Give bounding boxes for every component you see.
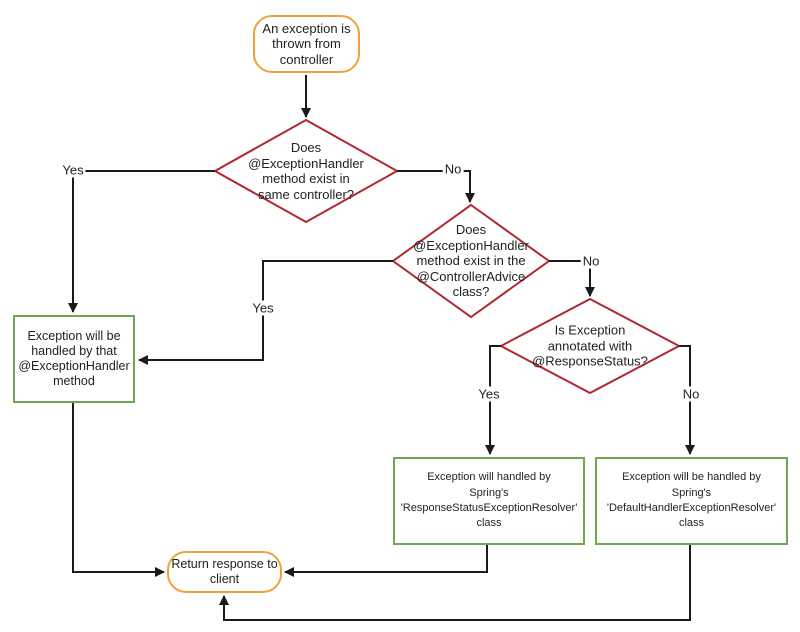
start-node: An exception is thrown from controller bbox=[253, 15, 360, 73]
process-exception-handler-label: Exception will be handled by that @Excep… bbox=[18, 329, 130, 388]
edge-label-decision2-yes: Yes bbox=[250, 300, 276, 316]
edge-decision3-no-to-default-handler-resolver bbox=[679, 345, 695, 455]
start-node-label: An exception is thrown from controller bbox=[262, 20, 351, 67]
end-node-label: Return response to client bbox=[171, 557, 278, 586]
edge-decision1-yes-to-process-left bbox=[68, 170, 215, 313]
process-exception-handler-node: Exception will be handled by that @Excep… bbox=[13, 315, 135, 403]
process-default-handler-resolver-node: Exception will be handled by Spring's 'D… bbox=[595, 457, 788, 545]
edge-default-handler-resolver-to-end bbox=[219, 545, 691, 621]
edge-label-decision3-no: No bbox=[680, 386, 702, 402]
edge-response-status-resolver-to-end bbox=[284, 545, 488, 577]
edge-decision1-no-to-decision2 bbox=[397, 170, 475, 203]
process-default-handler-resolver-label: Exception will be handled by Spring's 'D… bbox=[606, 471, 777, 530]
edge-label-decision1-no: No bbox=[442, 161, 464, 177]
process-response-status-resolver-node: Exception will handled by Spring's 'Resp… bbox=[393, 457, 585, 545]
process-response-status-resolver-label: Exception will handled by Spring's 'Resp… bbox=[400, 471, 578, 530]
decision-response-status-shape bbox=[498, 297, 682, 395]
edge-label-decision1-yes: Yes bbox=[60, 162, 86, 178]
edge-decision3-yes-to-response-status-resolver bbox=[485, 345, 501, 455]
edge-process-left-to-end bbox=[72, 403, 165, 577]
decision-same-controller-shape bbox=[212, 118, 400, 224]
edge-label-decision3-yes: Yes bbox=[476, 386, 502, 402]
edge-label-decision2-no: No bbox=[580, 253, 602, 269]
decision-controller-advice-shape bbox=[391, 203, 551, 319]
end-node: Return response to client bbox=[167, 551, 282, 593]
